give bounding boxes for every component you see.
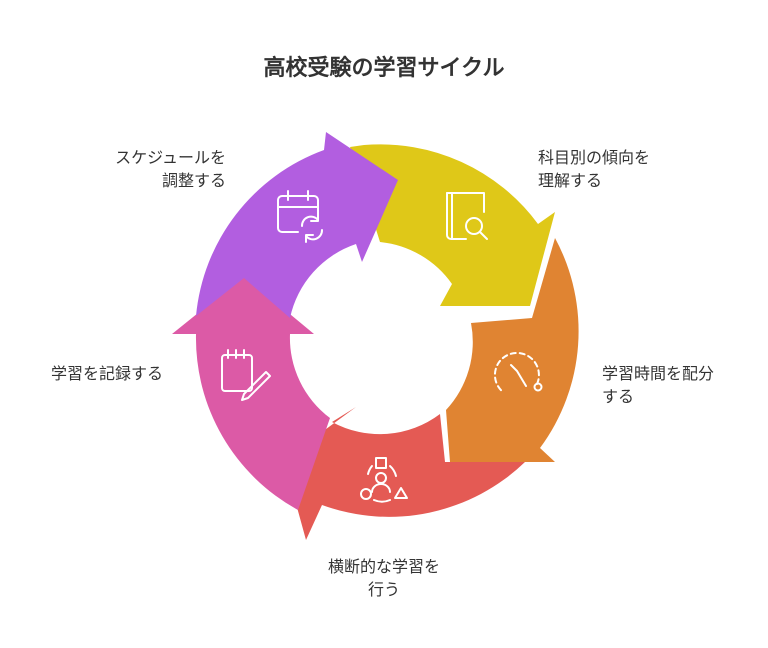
clock-icon [493,352,543,393]
label-schedule-line2: 調整する [161,171,226,190]
segment-schedule [196,132,398,318]
segment-record [172,276,330,510]
label-allocate-line1: 学習時間を配分 [602,364,715,383]
label-cross: 横断的な学習を 行う [300,555,468,601]
label-allocate: 学習時間を配分 する [602,362,714,408]
notepad-pencil-icon [221,349,271,401]
label-cross-line1: 横断的な学習を [327,557,440,576]
label-allocate-line2: する [602,387,635,406]
segment-cross [284,407,525,540]
calendar-refresh-icon [277,190,324,243]
label-understand-line1: 科目別の傾向を [538,148,651,167]
book-search-icon [446,192,488,240]
label-understand-line2: 理解する [538,171,603,190]
label-schedule-line1: スケジュールを [115,148,226,167]
label-understand: 科目別の傾向を 理解する [538,146,650,192]
shapes-person-icon [360,457,408,503]
label-record: 学習を記録する [20,362,163,385]
label-cross-line2: 行う [367,580,400,599]
diagram-title: 高校受験の学習サイクル [263,56,505,81]
label-record-line1: 学習を記録する [50,364,163,383]
segment-allocate [446,238,579,462]
label-schedule: スケジュールを 調整する [60,146,226,192]
